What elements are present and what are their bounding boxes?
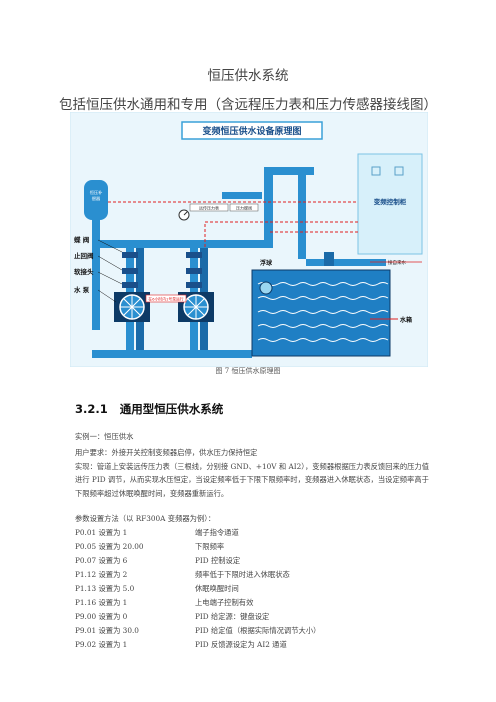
- valve-label: 蝶 阀: [74, 235, 90, 244]
- paragraph: 用户要求：外接开关控制变频器启停，供水压力保持恒定: [75, 448, 258, 457]
- param-code: P0.05 设置为 20.00: [75, 542, 144, 551]
- control-cabinet: [357, 153, 423, 255]
- water-supply-diagram: 变频恒压供水设备原理图 变频控制柜 恒压补 偿器 远传压力表 压力蝶阀 在6小时…: [70, 112, 428, 367]
- paragraph: 实例一：恒压供水: [75, 432, 134, 441]
- param-desc: PID 给定值（根据实际情况调节大小）: [195, 626, 321, 635]
- param-row: P9.02 设置为 1 PID 反馈源设定为 AI2 通道: [75, 640, 287, 650]
- outlet-riser: [264, 167, 273, 248]
- param-code: P9.02 设置为 1: [75, 640, 128, 649]
- svg-text:压力蝶阀: 压力蝶阀: [236, 205, 252, 211]
- param-code: P9.01 设置为 30.0: [75, 626, 139, 635]
- svg-text:在6小时内1号泵运行: 在6小时内1号泵运行: [148, 297, 183, 302]
- param-desc: PID 给定源：键盘设定: [195, 612, 270, 621]
- paragraph: 实现：管道上安装远传压力表（三根线，分别接 GND、+10V 和 AI2），变频…: [75, 462, 430, 498]
- float-icon: [259, 281, 273, 295]
- param-code: P1.13 设置为 5.0: [75, 584, 135, 593]
- suction-pipe: [92, 350, 252, 358]
- param-desc: 休眠唤醒时间: [195, 584, 239, 593]
- param-row: P0.07 设置为 6 PID 控制设定: [75, 556, 240, 566]
- param-row: P1.13 设置为 5.0 休眠唤醒时间: [75, 584, 239, 594]
- param-code: P9.00 设置为 0: [75, 612, 128, 621]
- param-row: P9.00 设置为 0 PID 给定源：键盘设定: [75, 612, 269, 622]
- banner-text: 变频恒压供水设备原理图: [202, 125, 301, 137]
- control-cabinet-label: 变频控制柜: [374, 197, 407, 206]
- param-code: P1.16 设置为 1: [75, 598, 128, 607]
- param-code: P1.12 设置为 2: [75, 570, 128, 579]
- svg-text:远传压力表: 远传压力表: [199, 205, 219, 211]
- svg-text:浮球: 浮球: [260, 259, 273, 267]
- param-desc: 上电端子控制有效: [195, 598, 254, 607]
- svg-text:水箱: 水箱: [400, 316, 412, 324]
- pressure-tank: [84, 180, 108, 220]
- param-desc: PID 反馈源设定为 AI2 通道: [195, 640, 287, 649]
- param-desc: 下限频率: [195, 542, 225, 551]
- section-title: 通用型恒压供水系统: [119, 402, 224, 416]
- figure-caption: 图 7 恒压供水原理图: [215, 367, 281, 375]
- pump-label: 水 泵: [74, 285, 90, 294]
- banner-box: [181, 121, 323, 140]
- param-desc: 端子指令通道: [195, 528, 239, 537]
- param-desc: PID 控制设定: [195, 556, 241, 565]
- section-number: 3.2.1: [75, 402, 108, 416]
- inlet-pipe: [306, 259, 386, 266]
- param-code: P0.07 设置为 6: [75, 556, 128, 565]
- param-row: P9.01 设置为 30.0 PID 给定值（根据实际情况调节大小）: [75, 626, 320, 636]
- page-title: 恒压供水系统: [207, 68, 289, 84]
- page-subtitle: 包括恒压供水通用和专用（含远程压力表和压力传感器接线图）: [59, 97, 437, 113]
- param-row: P1.16 设置为 1 上电端子控制有效: [75, 598, 253, 608]
- check-valve-label: 止回阀: [74, 251, 94, 260]
- section-heading: 3.2.1 通用型恒压供水系统: [75, 401, 223, 417]
- header-pipe: [92, 240, 272, 248]
- svg-text:接自来水: 接自来水: [388, 259, 406, 266]
- svg-text:偿器: 偿器: [92, 195, 101, 202]
- paragraph: 参数设置方法（以 RF300A 变频器为例）：: [75, 514, 216, 523]
- param-code: P0.01 设置为 1: [75, 528, 128, 537]
- param-row: P0.05 设置为 20.00 下限频率: [75, 542, 224, 552]
- svg-text:恒压补: 恒压补: [90, 189, 103, 196]
- param-row: P1.12 设置为 2 频率低于下限时进入休眠状态: [75, 570, 290, 580]
- soft-joint-label: 软接头: [74, 267, 94, 276]
- param-row: P0.01 设置为 1 端子指令通道: [75, 528, 239, 538]
- param-desc: 频率低于下限时进入休眠状态: [195, 570, 290, 579]
